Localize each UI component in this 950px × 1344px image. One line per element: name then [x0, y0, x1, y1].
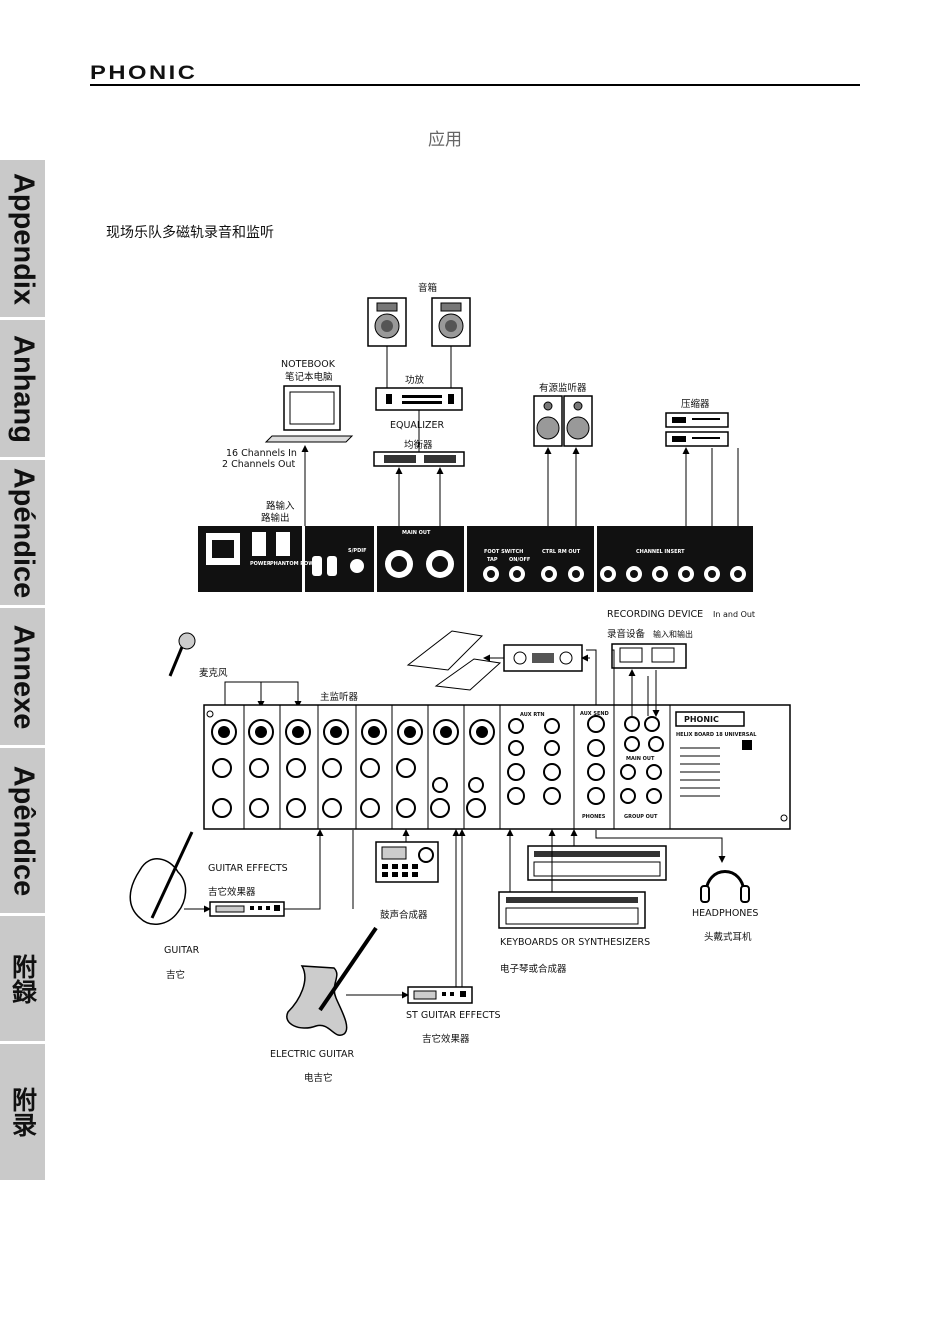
mixer-model: HELIX BOARD 18 UNIVERSAL	[676, 732, 757, 738]
keyboard-lower	[498, 891, 646, 929]
headphones-cn-label: 头戴式耳机	[704, 931, 752, 943]
page-subtitle: 现场乐队多磁轨录音和监听	[106, 225, 274, 241]
recording-device-label: RECORDING DEVICE	[607, 609, 703, 620]
electric-guitar-label: ELECTRIC GUITAR	[270, 1049, 354, 1060]
power-label: POWER	[250, 561, 271, 567]
guitar-label: GUITAR	[164, 945, 200, 956]
brand-logo: PHONIC	[90, 63, 198, 84]
mixer-rear-panel: POWER PHANTOM POWER S/PDIF MAIN OUT FOOT…	[198, 526, 753, 592]
compressor-label: 压缩器	[681, 398, 710, 410]
notebook-label: NOTEBOOK	[281, 359, 336, 370]
side-tab-label: 附录	[8, 1087, 38, 1137]
keyboards-label: KEYBOARDS OR SYNTHESIZERS	[500, 937, 650, 948]
guitar-effects-pedal	[209, 901, 285, 917]
on-off-label: ON/OFF	[509, 557, 530, 563]
side-tab-appendix[interactable]: Appendix	[0, 160, 45, 320]
equalizer	[373, 451, 465, 467]
st-guitar-effects-label: ST GUITAR EFFECTS	[406, 1010, 501, 1021]
acoustic-guitar	[129, 831, 194, 925]
notebook	[264, 385, 354, 443]
notebook-cn-label: 笔记本电脑	[285, 371, 333, 383]
channel-insert-label: CHANNEL INSERT	[636, 549, 685, 555]
keyboard-upper	[527, 845, 667, 881]
side-tab-annexe[interactable]: Annexe	[0, 608, 45, 748]
phones-label: PHONES	[582, 814, 606, 820]
floor-monitor-wedges	[406, 630, 502, 691]
active-monitor-right	[563, 395, 593, 447]
side-tab-anhang[interactable]: Anhang	[0, 320, 45, 460]
group-out-label: GROUP OUT	[624, 814, 658, 820]
aux-rtn-label: AUX RTN	[520, 712, 545, 718]
section-title: 应用	[428, 130, 462, 150]
side-tab-fuluku-jp[interactable]: 附録	[0, 916, 45, 1044]
guitar-effects-label: GUITAR EFFECTS	[208, 863, 288, 874]
speaker-left	[367, 297, 407, 347]
mic-cn-label: 麦克风	[199, 667, 228, 679]
foot-switch-label: FOOT SWITCH	[484, 549, 523, 555]
side-tab-apendice-es[interactable]: Apéndice	[0, 460, 45, 608]
electric-guitar-cn-label: 电吉它	[304, 1072, 333, 1084]
spdif-label: S/PDIF	[348, 548, 367, 554]
recording-device	[611, 643, 687, 669]
keyboards-cn-label: 电子琴或合成器	[500, 963, 567, 975]
st-guitar-effects-pedal	[407, 986, 473, 1004]
headphones-label: HEADPHONES	[692, 908, 758, 919]
active-monitors-label: 有源监听器	[539, 382, 587, 394]
active-monitor-left	[533, 395, 563, 447]
equalizer-label: EQUALIZER	[390, 420, 445, 431]
header-rule	[90, 84, 860, 86]
speakers-label: 音箱	[418, 282, 437, 294]
st-guitar-effects-cn-label: 吉它效果器	[422, 1033, 470, 1045]
in-and-out-label: In and Out	[713, 610, 755, 619]
phantom-label: PHANTOM POWER	[270, 561, 321, 567]
route-in-label: 路输入	[266, 500, 295, 512]
side-tab-apendice-pt[interactable]: Apêndice	[0, 748, 45, 916]
main-out-panel-label: MAIN OUT	[626, 756, 655, 762]
channels-in-label: 16 Channels In	[226, 448, 297, 459]
recording-device-cn-label: 录音设备	[607, 628, 646, 640]
main-monitor-cn-label: 主监听器	[320, 691, 359, 703]
effects-processor	[503, 644, 583, 672]
speaker-right	[431, 297, 471, 347]
ctrl-rm-out-label: CTRL RM OUT	[542, 549, 581, 555]
channels-out-label: 2 Channels Out	[222, 459, 296, 470]
electric-guitar	[286, 926, 378, 1036]
side-tab-label: 附録	[8, 953, 38, 1004]
drum-synth-label: 鼓声合成器	[380, 909, 428, 921]
compressor	[665, 412, 729, 447]
main-out-rear-label: MAIN OUT	[402, 530, 431, 536]
mixer-brand: PHONIC	[684, 715, 719, 724]
amplifier	[375, 387, 463, 411]
drum-synth	[375, 841, 439, 883]
amp-label: 功放	[405, 374, 425, 386]
aux-send-label: AUX SEND	[580, 711, 609, 717]
headphones	[700, 870, 750, 903]
route-out-label: 路输出	[261, 512, 290, 524]
microphone	[168, 632, 196, 677]
in-and-out-cn-label: 输入和输出	[653, 629, 693, 639]
guitar-effects-cn-label: 吉它效果器	[208, 886, 256, 898]
mixer-front-panel: AUX RTN AUX SEND PHONES MAIN OUT GROUP O…	[203, 704, 791, 830]
guitar-cn-label: 吉它	[166, 969, 185, 981]
side-tab-fulu-cn[interactable]: 附录	[0, 1044, 45, 1183]
tap-label: TAP	[487, 557, 498, 563]
